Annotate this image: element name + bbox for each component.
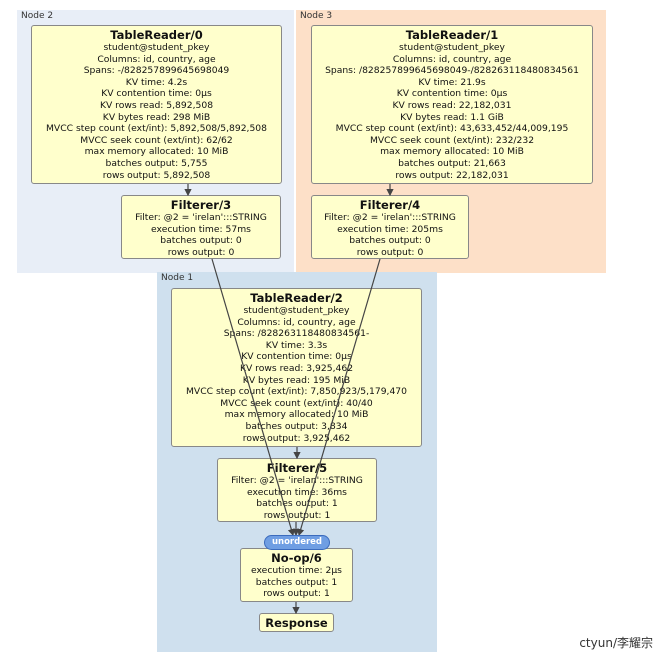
stat-line: max memory allocated: 10 MiB — [380, 146, 524, 158]
stat-line: rows output: 0 — [167, 246, 235, 258]
unordered-badge: unordered — [264, 535, 330, 550]
stat-line: max memory allocated: 10 MiB — [84, 146, 229, 158]
filterer-4-box[interactable]: Filterer/4 Filter: @2 = 'irelan':::STRIN… — [311, 195, 469, 259]
stat-line: KV contention time: 0µs — [241, 351, 352, 363]
edge-f3-unordered — [211, 258, 295, 537]
tablereader-0-title: TableReader/0 — [110, 28, 203, 42]
stat-line: batches output: 1 — [256, 498, 338, 510]
stat-line: Filter: @2 = 'irelan':::STRING — [231, 475, 363, 486]
stat-line: rows output: 1 — [263, 588, 330, 600]
stat-line: Spans: -/828257899645698049 — [83, 65, 230, 77]
noop-6-title: No-op/6 — [271, 551, 322, 565]
stat-line: Filter: @2 = 'irelan':::STRING — [135, 212, 267, 223]
tablereader-1-title: TableReader/1 — [405, 28, 499, 42]
stat-line: batches output: 3,834 — [245, 420, 348, 432]
stat-line: Spans: /828257899645698049-/828263118480… — [325, 65, 579, 77]
filterer-3-title: Filterer/3 — [170, 198, 232, 212]
stat-line: max memory allocated: 10 MiB — [224, 409, 369, 421]
response-box[interactable]: Response — [259, 613, 334, 632]
stat-line: Columns: id, country, age — [237, 316, 356, 328]
stat-line: execution time: 205ms — [337, 223, 443, 235]
stat-line: batches output: 0 — [349, 235, 431, 247]
stat-line: MVCC seek count (ext/int): 232/232 — [369, 134, 535, 146]
stat-line: MVCC seek count (ext/int): 62/62 — [80, 134, 233, 146]
filterer-5-box[interactable]: Filterer/5 Filter: @2 = 'irelan':::STRIN… — [217, 458, 377, 522]
tablereader-2-title: TableReader/2 — [250, 291, 343, 305]
stat-line: KV bytes read: 298 MiB — [102, 111, 211, 123]
stat-line: MVCC seek count (ext/int): 40/40 — [220, 397, 373, 409]
stat-line: KV rows read: 22,182,031 — [392, 99, 512, 111]
stat-line: MVCC step count (ext/int): 5,892,508/5,8… — [46, 123, 267, 135]
stat-line: rows output: 5,892,508 — [102, 169, 211, 181]
filterer-4-title: Filterer/4 — [359, 198, 421, 212]
stat-line: batches output: 1 — [255, 576, 338, 588]
filterer-3-box[interactable]: Filterer/3 Filter: @2 = 'irelan':::STRIN… — [121, 195, 281, 259]
stat-line: execution time: 2µs — [251, 565, 342, 576]
stat-line: rows output: 22,182,031 — [395, 169, 509, 181]
stat-line: rows output: 1 — [263, 509, 331, 521]
response-title: Response — [265, 616, 328, 630]
stat-line: MVCC step count (ext/int): 43,633,452/44… — [335, 123, 569, 135]
node2-label: Node 2 — [21, 11, 54, 21]
node1-label: Node 1 — [161, 273, 194, 283]
watermark-text: ctyun/李耀宗 — [579, 636, 653, 650]
stat-line: rows output: 0 — [356, 246, 424, 258]
stat-line: Columns: id, country, age — [97, 53, 216, 65]
stat-line: batches output: 21,663 — [398, 157, 506, 169]
stat-line: batches output: 0 — [160, 235, 242, 247]
stat-line: KV bytes read: 1.1 GiB — [400, 111, 504, 123]
stat-line: batches output: 5,755 — [105, 157, 208, 169]
stat-line: KV bytes read: 195 MiB — [242, 374, 351, 386]
stat-line: MVCC step count (ext/int): 7,850,923/5,1… — [186, 386, 407, 398]
stat-line: Spans: /828263118480834561- — [223, 328, 370, 340]
stat-line: student@student_pkey — [243, 305, 350, 316]
stat-line: rows output: 3,925,462 — [242, 432, 351, 444]
stat-line: KV time: 21.9s — [418, 76, 486, 88]
stat-line: execution time: 57ms — [151, 223, 251, 235]
stat-line: KV rows read: 3,925,462 — [239, 362, 354, 374]
edge-f4-unordered — [297, 258, 381, 537]
stat-line: execution time: 36ms — [247, 486, 347, 498]
stat-line: Columns: id, country, age — [392, 53, 512, 65]
node3-label: Node 3 — [300, 11, 333, 21]
stat-line: KV time: 3.3s — [265, 339, 328, 351]
stat-line: KV time: 4.2s — [125, 76, 188, 88]
stat-line: KV contention time: 0µs — [396, 88, 508, 100]
stat-line: Filter: @2 = 'irelan':::STRING — [324, 212, 456, 223]
stat-line: student@student_pkey — [399, 42, 505, 53]
stat-line: student@student_pkey — [103, 42, 210, 53]
stat-line: KV rows read: 5,892,508 — [99, 99, 214, 111]
filterer-5-title: Filterer/5 — [266, 461, 328, 475]
stat-line: KV contention time: 0µs — [101, 88, 212, 100]
